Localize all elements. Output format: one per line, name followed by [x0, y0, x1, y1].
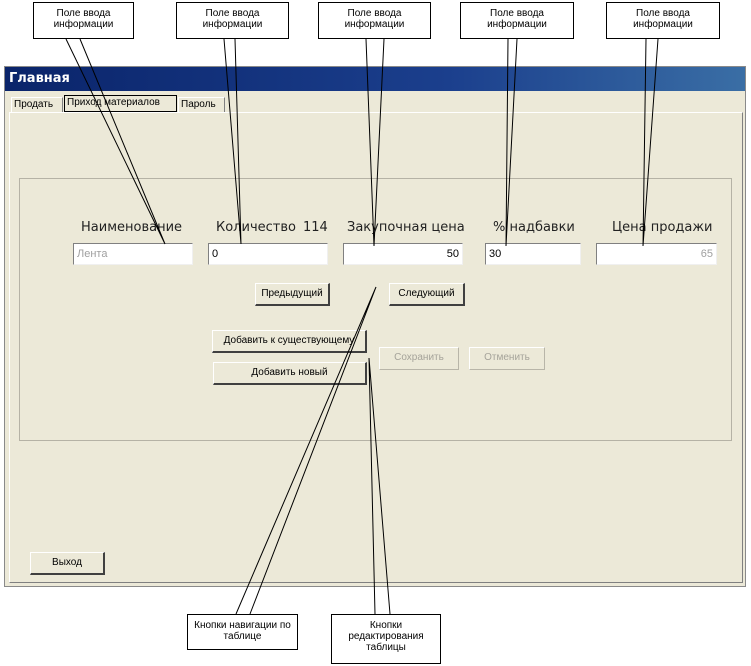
callout-line-5: [642, 38, 659, 247]
callout-nav-buttons: Кнопки навигации по таблице: [187, 614, 298, 650]
previous-button[interactable]: Предыдущий: [255, 283, 330, 306]
callout-edit-buttons: Кнопки редактирования таблицы: [331, 614, 441, 664]
callout-line-nav: [235, 286, 377, 615]
callout-input-3: Поле ввода информации: [318, 2, 431, 39]
exit-button[interactable]: Выход: [30, 552, 105, 575]
callout-line-2: [223, 38, 242, 245]
name-input[interactable]: Лента: [73, 243, 193, 265]
tab-sell[interactable]: Продать: [11, 97, 63, 113]
callout-line-edit: [368, 357, 391, 615]
purchase-price-label: Закупочная цена: [347, 220, 465, 235]
callout-input-4: Поле ввода информации: [460, 2, 574, 39]
save-button[interactable]: Сохранить: [379, 347, 459, 370]
add-new-button[interactable]: Добавить новый: [213, 362, 367, 385]
callout-line-4: [505, 38, 518, 247]
callout-line-3: [365, 38, 385, 247]
markup-input[interactable]: 30: [485, 243, 581, 265]
callout-line-1: [65, 38, 166, 245]
tab-password[interactable]: Пароль: [178, 97, 225, 113]
callout-input-1: Поле ввода информации: [33, 2, 134, 39]
purchase-price-input[interactable]: 50: [343, 243, 463, 265]
sale-price-input[interactable]: 65: [596, 243, 717, 265]
window-title: Главная: [5, 67, 745, 91]
quantity-input[interactable]: 0: [208, 243, 328, 265]
sale-price-label: Цена продажи: [612, 220, 713, 235]
next-button[interactable]: Следующий: [389, 283, 465, 306]
quantity-count: 114: [303, 220, 328, 235]
tab-materials-income[interactable]: Приход материалов: [64, 95, 177, 112]
markup-label: % надбавки: [493, 220, 575, 235]
callout-input-5: Поле ввода информации: [606, 2, 720, 39]
cancel-button[interactable]: Отменить: [469, 347, 545, 370]
quantity-label: Количество: [216, 220, 296, 235]
add-existing-button[interactable]: Добавить к существующему: [212, 330, 367, 353]
tab-panel: [9, 112, 743, 583]
callout-input-2: Поле ввода информации: [176, 2, 289, 39]
